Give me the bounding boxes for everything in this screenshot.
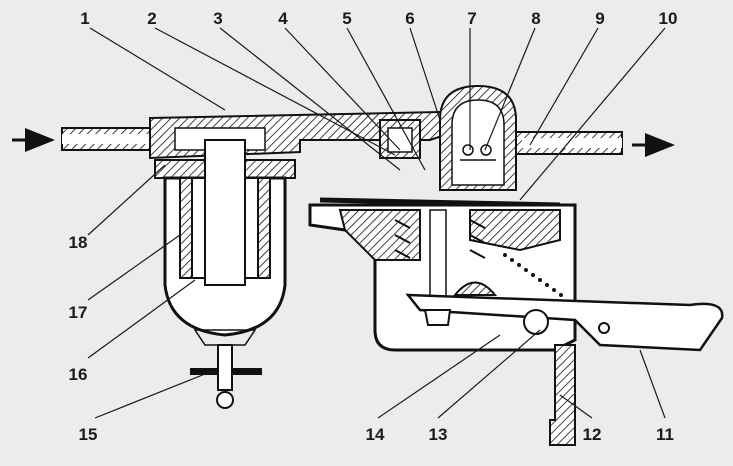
callout-4: 4 [278,9,288,28]
callout-16: 16 [69,365,88,384]
callout-10: 10 [659,9,678,28]
callout-1: 1 [80,9,89,28]
return-spring [503,253,563,297]
callout-2: 2 [147,9,156,28]
leader-lines [87,27,666,419]
callout-12: 12 [583,425,602,444]
callout-14: 14 [366,425,385,444]
pushrod-spring [394,209,486,321]
callout-18: 18 [69,233,88,252]
callout-5: 5 [342,9,351,28]
callout-11: 11 [656,425,674,444]
drive-lever [405,293,724,352]
callout-13: 13 [429,425,448,444]
callout-17: 17 [69,303,88,322]
callout-3: 3 [213,9,222,28]
valve-dome [439,84,517,191]
callout-8: 8 [531,9,540,28]
bowl-stirrup [190,329,262,409]
callout-15: 15 [79,425,98,444]
filter-bowl [154,139,296,337]
callout-6: 6 [405,9,414,28]
inlet-pipe [61,127,153,151]
mounting-flange [549,344,576,446]
outlet-pipe [515,131,623,155]
upper-housing [149,110,447,160]
callout-9: 9 [595,9,604,28]
eccentric-cam [452,281,498,296]
callout-7: 7 [467,9,476,28]
